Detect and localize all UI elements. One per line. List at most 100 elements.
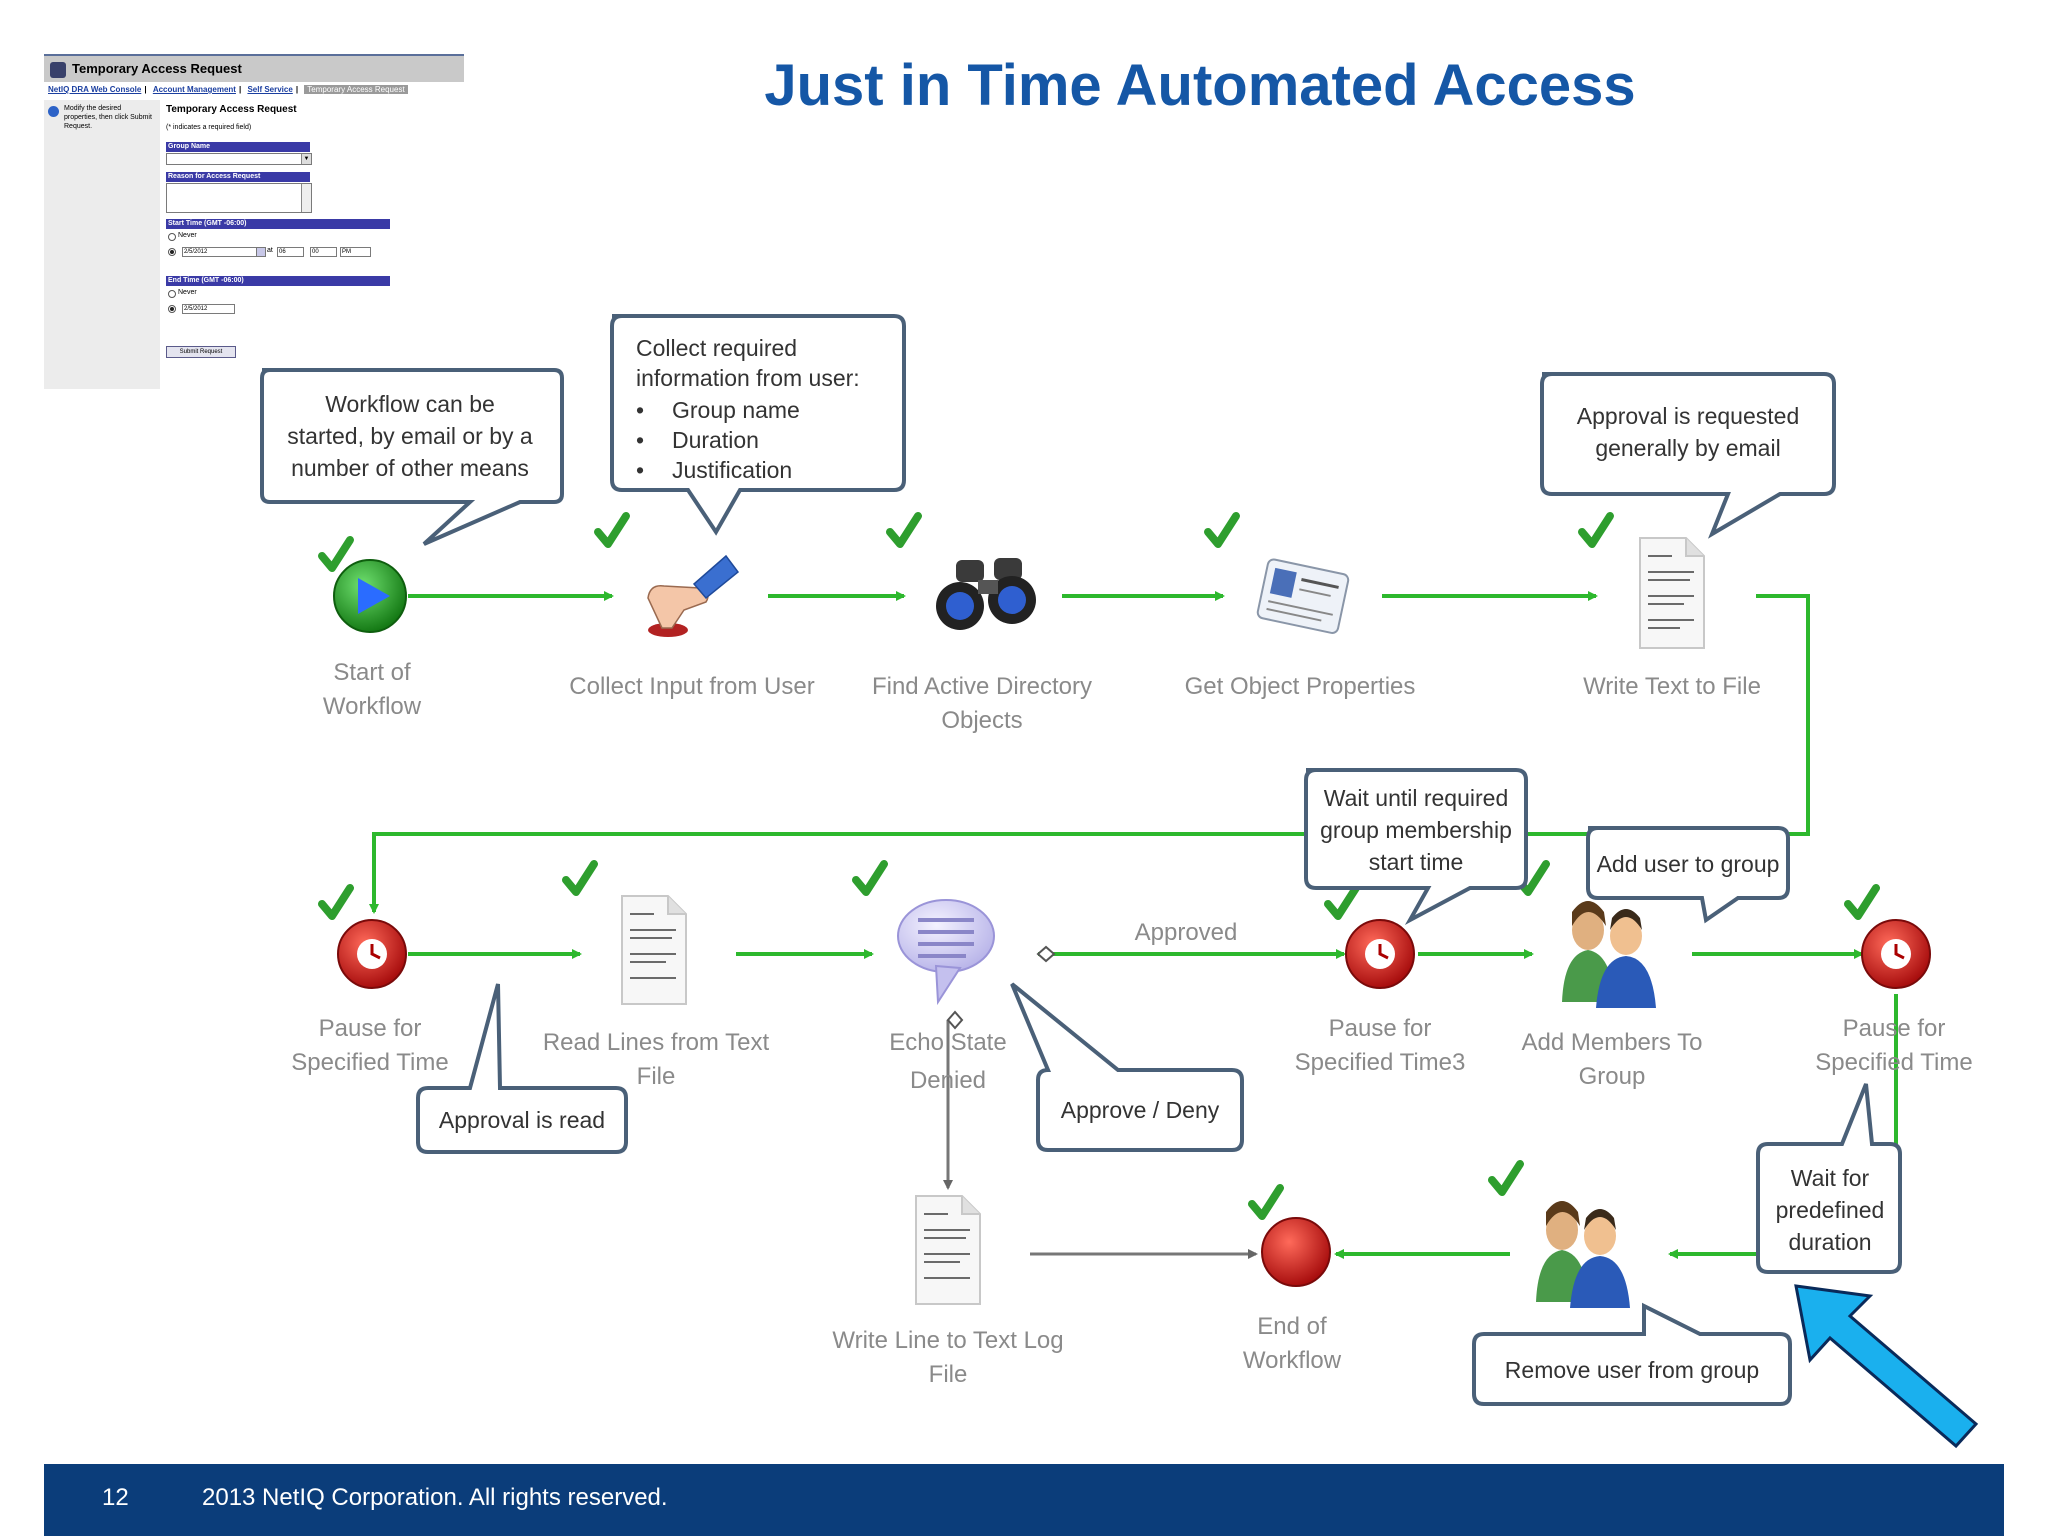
diamond-denied [946, 1010, 964, 1030]
pause2-node [1345, 919, 1415, 989]
check-icon [1204, 512, 1240, 548]
node-label-end: Workflow [1243, 1347, 1342, 1374]
nav-link-self-service[interactable]: Self Service [247, 85, 293, 94]
callout-add-user-text: Add user to group [1597, 851, 1780, 877]
form-sidebar: Modify the desired properties, then clic… [44, 100, 160, 389]
start-never-radio[interactable] [168, 233, 176, 241]
help-icon [48, 106, 59, 117]
check-icon [1324, 884, 1360, 920]
user-key-icon [50, 61, 66, 78]
callout-start [260, 368, 564, 546]
ampm-select[interactable]: PM [340, 247, 371, 257]
callout-start-text: started, by email or by a [287, 423, 533, 449]
callout-wait-duration-text: duration [1788, 1229, 1871, 1255]
end-node [1261, 1217, 1331, 1287]
document-icon [1639, 537, 1705, 649]
end-never-radio[interactable] [168, 290, 176, 298]
end-date-input[interactable]: 2/5/2012 [182, 304, 235, 314]
bullet-icon: • [636, 427, 644, 453]
remove-node [1536, 1201, 1630, 1308]
document-icon [621, 895, 687, 1005]
callout-wait-start-text: start time [1369, 849, 1464, 875]
reason-label: Reason for Access Request [166, 172, 310, 182]
check-icon [594, 512, 630, 548]
node-label-end: End of [1257, 1313, 1327, 1340]
check-icon [318, 536, 354, 572]
callout-wait-duration-text: Wait for [1791, 1165, 1870, 1191]
callout-wait-start [1304, 768, 1528, 925]
node-label-log: File [929, 1361, 968, 1388]
end-time-label: End Time (GMT -06:00) [166, 276, 390, 286]
end-date-radio[interactable] [168, 305, 176, 313]
pause3-node [1861, 919, 1931, 989]
start-date-radio[interactable] [168, 248, 176, 256]
users-icon [1536, 1201, 1630, 1308]
node-label-read: File [637, 1063, 676, 1090]
submit-request-button[interactable]: Submit Request [166, 346, 236, 358]
nav-link-temporary-access[interactable]: Temporary Access Request [304, 85, 408, 94]
nav-link-account-management[interactable]: Account Management [152, 85, 236, 94]
read-node [621, 895, 687, 1005]
callout-wait-duration [1756, 1083, 1902, 1274]
get-node [1256, 558, 1350, 634]
find-node [936, 558, 1036, 630]
group-name-select[interactable]: ▼ [166, 153, 312, 165]
bullet-icon: • [636, 457, 644, 483]
end-never-label: Never [178, 289, 197, 296]
callout-collect [610, 314, 906, 536]
write-node [1639, 537, 1705, 649]
form-window-title: Temporary Access Request [72, 61, 242, 76]
callout-collect-item: Duration [672, 427, 759, 453]
at-label: at [267, 247, 273, 254]
node-label-pause3: Pause for [1843, 1015, 1946, 1042]
start-never-label: Never [178, 232, 197, 239]
nav-link-web-console[interactable]: NetIQ DRA Web Console [48, 85, 142, 94]
callouts [260, 314, 1902, 1406]
node-labels: Start of Workflow Collect Input from Use… [291, 659, 1972, 1388]
node-label-find: Find Active Directory [872, 673, 1092, 700]
callout-collect-text: information from user: [636, 365, 860, 391]
node-label-add: Group [1579, 1063, 1646, 1090]
node-label-pause1: Pause for [319, 1015, 422, 1042]
document-icon [915, 1195, 981, 1305]
callout-wait-duration-text: predefined [1776, 1197, 1885, 1223]
node-label-pause3: Specified Time [1815, 1049, 1972, 1076]
callout-approve-deny [1010, 982, 1244, 1152]
check-icon [852, 860, 888, 896]
users-icon [1562, 901, 1656, 1008]
node-label-pause2: Pause for [1329, 1015, 1432, 1042]
form-nav-links: NetIQ DRA Web Console| Account Managemen… [44, 82, 464, 98]
callout-start-text: number of other means [291, 455, 529, 481]
node-label-read: Read Lines from Text [543, 1029, 770, 1056]
chevron-down-icon: ▼ [301, 154, 311, 164]
page-number: 12 [102, 1484, 129, 1511]
callout-texts: Workflow can be started, by email or by … [287, 335, 1884, 1383]
check-icon [1248, 1184, 1284, 1220]
start-time-label: Start Time (GMT -06:00) [166, 219, 390, 229]
callout-start-text: Workflow can be [325, 391, 495, 417]
id-card-icon [1256, 558, 1350, 634]
hand-press-icon [647, 554, 740, 637]
reason-textarea[interactable] [166, 183, 312, 213]
flow-connectors [369, 591, 1898, 1259]
group-name-label: Group Name [166, 142, 310, 152]
callout-approval-read-text: Approval is read [439, 1107, 605, 1133]
minute-select[interactable]: 00 [310, 247, 337, 257]
gray-connectors [943, 1020, 1258, 1259]
slide-title: Just in Time Automated Access [764, 53, 1636, 118]
calendar-icon[interactable] [256, 247, 266, 257]
required-note: (* indicates a required field) [166, 124, 252, 131]
hour-select[interactable]: 06 [277, 247, 304, 257]
callout-approval-email-text: generally by email [1595, 435, 1780, 461]
scrollbar[interactable] [301, 184, 311, 212]
node-label-add: Add Members To [1522, 1029, 1703, 1056]
check-icon [562, 860, 598, 896]
callout-remove-user-text: Remove user from group [1505, 1357, 1759, 1383]
check-icon [1488, 1160, 1524, 1196]
callout-approval-read [416, 983, 628, 1154]
node-label-pause2: Specified Time3 [1295, 1049, 1466, 1076]
arrow-pointer-icon [1794, 1284, 1979, 1449]
diamond-approved [1036, 945, 1056, 963]
form-main: Temporary Access Request (* indicates a … [166, 100, 464, 389]
node-label-write: Write Text to File [1583, 673, 1761, 700]
